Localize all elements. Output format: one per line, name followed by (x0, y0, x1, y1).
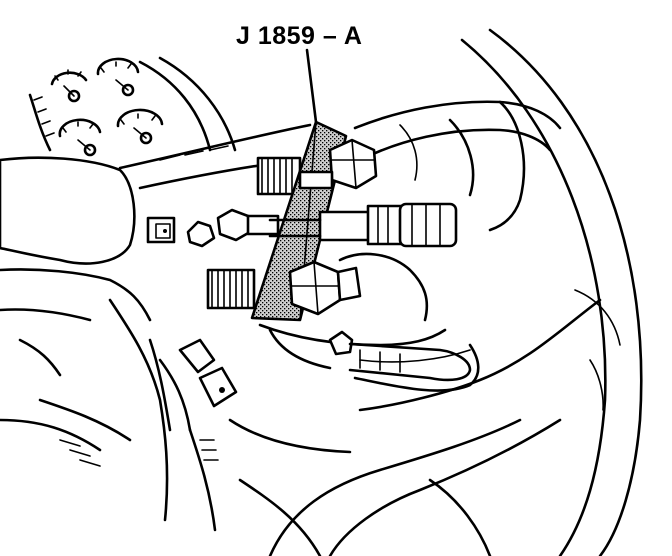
column-shroud (118, 100, 562, 232)
lower-trim-contour (228, 418, 492, 556)
puller-bolt-lower (288, 260, 362, 316)
lower-clip (158, 338, 238, 532)
gauge-icon (96, 57, 140, 97)
instrument-cluster (28, 56, 237, 157)
left-spoke (0, 156, 172, 522)
lower-bracket (258, 252, 472, 382)
center-forcing-screw (268, 202, 458, 248)
tool-callout-label: J 1859 – A (236, 22, 363, 50)
gauge-icon (116, 108, 164, 145)
steering-wheel-rim (460, 28, 643, 556)
steering-wheel-spokes (268, 298, 602, 556)
puller-bolt-upper (298, 138, 378, 190)
gauge-icon (50, 69, 88, 103)
column-switch (146, 216, 216, 248)
gauge-icon (58, 118, 102, 157)
callout-leader-line (305, 48, 319, 132)
spring-lower (206, 268, 256, 310)
spring-upper (256, 156, 302, 196)
